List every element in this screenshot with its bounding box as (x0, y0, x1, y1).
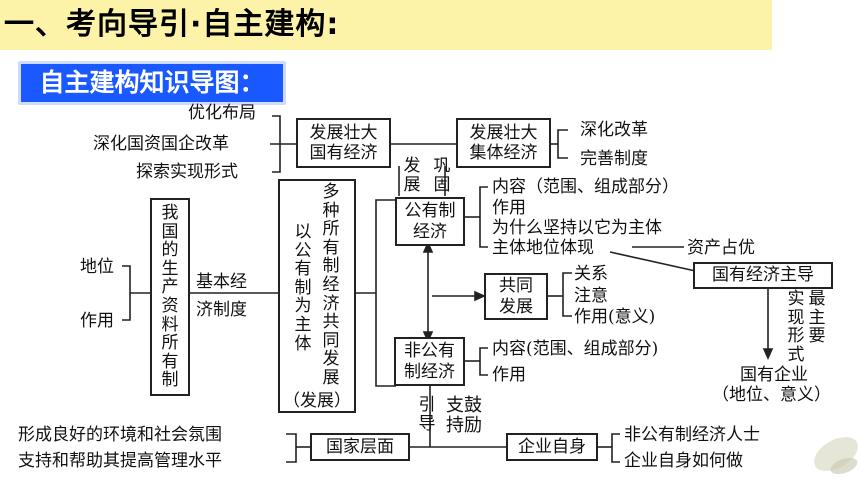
basic-system-label: 济制度 (196, 300, 247, 320)
box-label: 多种所有制经济共同发展 (322, 182, 340, 388)
right-list-item: 完善制度 (580, 149, 648, 169)
public-item: 作用 (492, 198, 526, 218)
public-item: 主体地位体现 (492, 238, 594, 258)
box-ownership-system: 我国的生产资料所有制 (150, 198, 190, 396)
support-text: 支鼓持励 (446, 395, 482, 436)
box-develop-state-economy: 发展壮大 国有经济 (296, 118, 391, 168)
box-nonpublic-economy: 非公有 制经济 (394, 337, 465, 386)
state-enterprise-label: 国有企业 (740, 365, 808, 385)
box-label: 发展 (499, 297, 533, 317)
box-label: 非公有 (404, 341, 455, 361)
public-item: 为什么坚持以它为主体 (492, 218, 662, 238)
support-encourage-label: 支鼓持励 (444, 396, 490, 436)
position-label: 地位 (80, 257, 114, 277)
box-common-development: 共同 发展 (484, 273, 548, 320)
box-label: 经济 (413, 222, 447, 242)
box-label: 发展壮大 (309, 123, 378, 143)
box-label: 企业自身 (518, 437, 586, 457)
box-state-economy-lead: 国有经济主导 (693, 262, 833, 289)
section-title: 一、考向导引·自主建构: (4, 7, 340, 42)
bottom-right-item: 企业自身如何做 (624, 451, 743, 471)
bottom-left-item: 形成良好的环境和社会氛围 (18, 425, 222, 445)
common-item: 注意 (574, 286, 608, 306)
box-label: 共同 (499, 276, 533, 296)
develop-label: 发展 (403, 156, 421, 195)
box-label: （发展） (283, 391, 351, 411)
box-label: 我国的生产资料所有制 (161, 203, 179, 391)
guide-label: 引导 (418, 395, 436, 434)
state-enterprise-sub: （地位、意义） (712, 385, 831, 405)
box-label: 集体经济 (469, 143, 538, 163)
nonpublic-item: 内容(范围、组成部分) (492, 339, 659, 359)
box-label: 国有经济主导 (712, 265, 814, 285)
box-mixed-ownership: 多种所有制经济共同发展 以公有制为主体 （发展） (278, 179, 356, 413)
left-list-item: 优化布局 (188, 103, 256, 123)
box-label: 国有经济 (309, 143, 378, 163)
common-item: 关系 (574, 264, 608, 284)
left-list-item: 探索实现形式 (136, 162, 238, 182)
basic-system-label: 基本经 (196, 272, 247, 292)
box-national-level: 国家层面 (310, 433, 410, 461)
box-label: 国家层面 (326, 437, 394, 457)
public-item: 内容（范围、组成部分） (492, 177, 679, 197)
right-list-item: 深化改革 (580, 120, 648, 140)
box-enterprise-self: 企业自身 (506, 433, 598, 461)
nonpublic-item: 作用 (492, 365, 526, 385)
box-label: 发展壮大 (469, 123, 538, 143)
leaf-decoration-icon (814, 436, 858, 475)
asset-advantage-label: 资产占优 (687, 238, 755, 258)
box-label: 公有制 (404, 201, 456, 221)
bottom-right-item: 非公有制经济人士 (624, 425, 760, 445)
most-important-label: 最主要 (808, 289, 826, 347)
bottom-left-item: 支持和帮助其提高管理水平 (18, 451, 222, 471)
realize-form-label: 实现形式 (787, 289, 805, 365)
header-banner: 一、考向导引·自主建构: (0, 0, 772, 50)
consolidate-label: 巩固 (433, 156, 451, 195)
box-public-economy: 公有制 经济 (395, 197, 465, 246)
box-label: 以公有制为主体 (294, 222, 312, 354)
box-label: 制经济 (404, 362, 455, 382)
left-list-item: 深化国资国企改革 (93, 134, 229, 154)
box-develop-collective-economy: 发展壮大 集体经济 (456, 118, 551, 168)
common-item: 作用(意义) (574, 307, 656, 327)
role-label: 作用 (80, 311, 114, 331)
mindmap-badge: 自主建构知识导图： (18, 61, 286, 105)
